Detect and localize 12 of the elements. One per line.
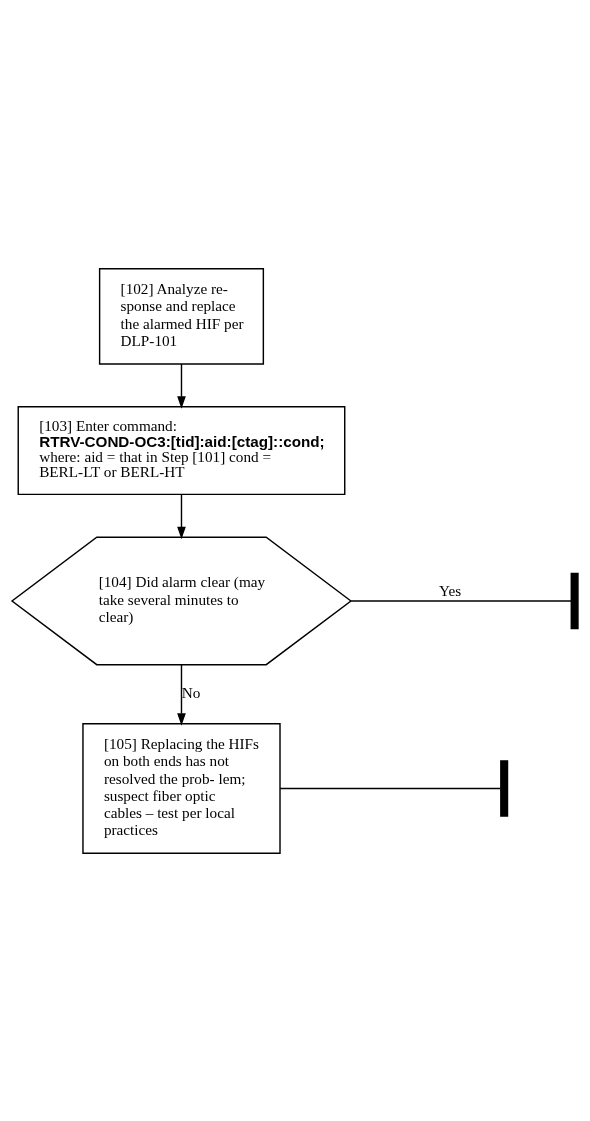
arrow <box>177 493 186 539</box>
node-bar <box>570 572 579 629</box>
node-box: [103] Enter command: RTRV-COND-OC3:[tid]:aid:[ctag]::cond; where: aid = that in Step [101] cond = BERL-LT or BERL-HT <box>17 405 346 495</box>
node-box: [102] Analyze re- sponse and replace the alarmed HIF per DLP-101 <box>98 267 265 365</box>
node-bar <box>500 759 509 817</box>
arrow <box>177 362 186 409</box>
arrow <box>177 663 186 726</box>
edge-label: Yes <box>439 581 462 599</box>
node-box: [105] Replacing the HIFs on both ends has not resolved the prob- lem; suspect fiber optic cables – test per local practices <box>82 722 281 854</box>
connector <box>279 787 502 789</box>
edge-label: No <box>181 683 201 701</box>
connector <box>350 599 572 602</box>
